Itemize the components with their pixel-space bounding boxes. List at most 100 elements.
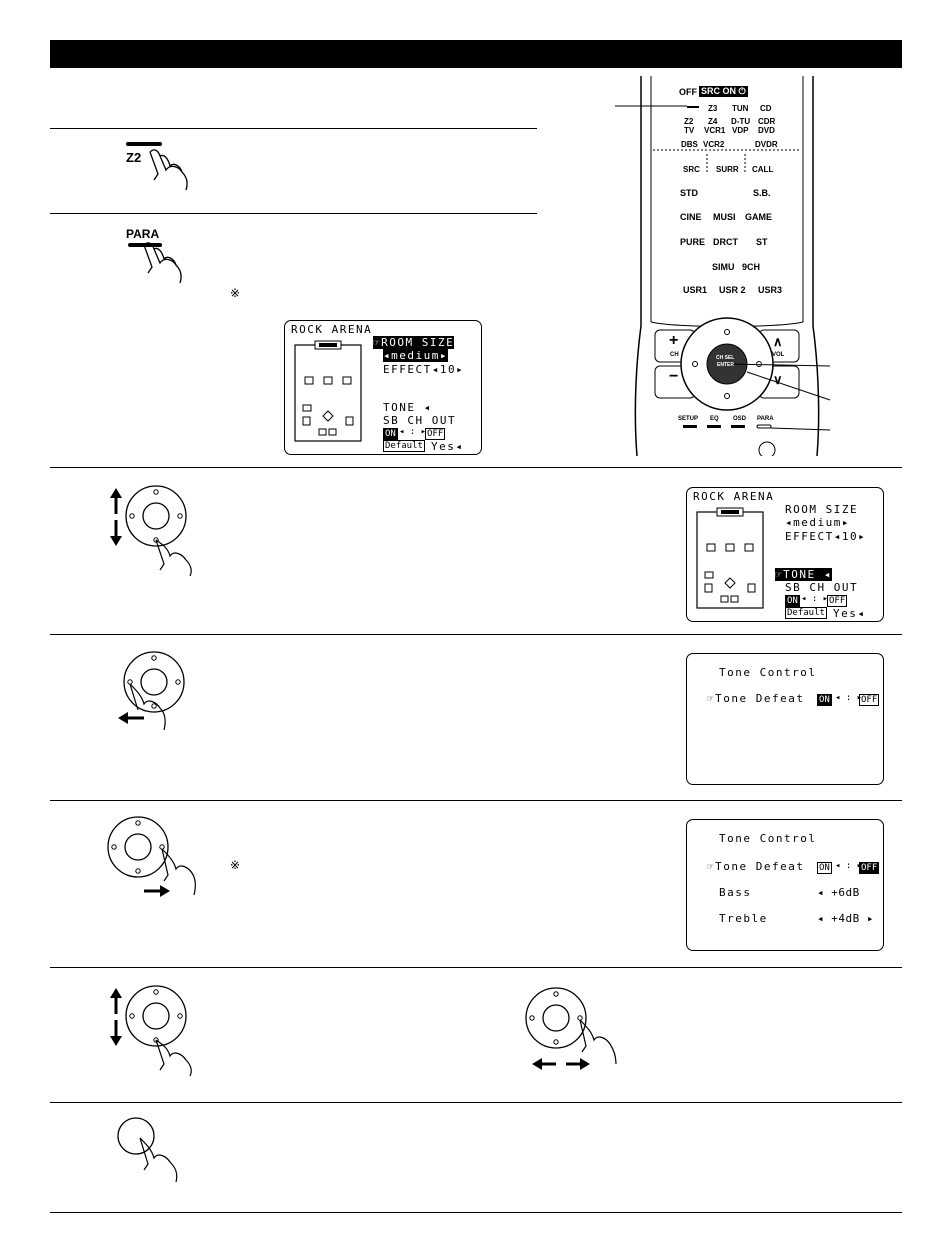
key-bar (128, 243, 162, 247)
remote-vol-label: VOL (772, 352, 785, 358)
remote-key-cdr: CDR (758, 117, 776, 126)
remote-key-game: GAME (745, 212, 772, 222)
cursor-left-illustration (118, 651, 185, 731)
remote-control-illustration: OFF SRC ON ⏻ Z3 TUN CD Z2 Z4 D-TU CDR TV… (615, 76, 835, 456)
hand-press-icon (149, 149, 188, 190)
divider (50, 634, 902, 635)
note-mark: ※ (230, 858, 241, 872)
remote-key-vcr1: VCR1 (704, 126, 726, 135)
remote-src-on-label: SRC ON ⏻ (699, 86, 748, 97)
para-key-label: PARA (126, 227, 160, 241)
divider (50, 800, 902, 801)
osd-treble-label: Treble (719, 912, 768, 925)
osd-room-size-value: ◂medium▸ (383, 349, 448, 362)
zone-key-illustration: Z2 (108, 138, 198, 190)
header-bar (50, 40, 902, 68)
remote-key-usr1: USR1 (683, 285, 708, 295)
osd-default-box: Default (383, 440, 425, 452)
remote-key-vdp: VDP (732, 126, 749, 135)
osd-tone: TONE ◂ (383, 401, 432, 414)
remote-key-src: SRC (683, 165, 700, 174)
cursor-up-down-illustration (110, 985, 192, 1076)
osd-title: Tone Control (719, 832, 817, 845)
remote-chsel-label: CH SEL (716, 355, 735, 361)
remote-key-simu: SIMU (712, 262, 735, 272)
remote-key-up: ∧ (773, 334, 783, 349)
remote-key-pure: PURE (680, 237, 706, 247)
divider (50, 1212, 902, 1213)
remote-key-plus: + (669, 332, 679, 349)
remote-key-surr: SURR (716, 165, 739, 174)
remote-key-z2: Z2 (684, 117, 694, 126)
remote-key-osd: OSD (733, 416, 747, 422)
divider (50, 213, 537, 214)
speaker-layout-icon (294, 340, 362, 442)
remote-key-drct: DRCT (713, 237, 738, 247)
divider (50, 1102, 902, 1103)
osd-tone-defeat: ☞Tone Defeat (707, 860, 805, 873)
cursor-left-right-illustration (525, 987, 617, 1070)
remote-key-minus: − (669, 368, 679, 385)
osd-off-box: OFF (827, 595, 848, 607)
osd-title: Tone Control (719, 666, 817, 679)
osd-room-size: ☞ROOM SIZE (373, 336, 455, 349)
remote-key-setup: SETUP (678, 416, 699, 422)
remote-key-z4: Z4 (708, 117, 718, 126)
remote-key-dbs: DBS (681, 140, 698, 149)
remote-key-dtu: D-TU (731, 117, 751, 126)
remote-key-musi: MUSI (713, 212, 736, 222)
remote-key-para: PARA (757, 416, 774, 422)
osd-off-box: OFF (859, 862, 880, 874)
osd-default-box: Default (785, 607, 827, 619)
divider (50, 467, 902, 468)
remote-key-cd: CD (760, 104, 772, 113)
osd-room-size: ROOM SIZE (785, 503, 859, 516)
osd-bass-label: Bass (719, 886, 752, 899)
remote-key-st: ST (756, 237, 768, 247)
osd-tone-defeat: ☞Tone Defeat (707, 692, 805, 705)
remote-key-dvd: DVD (758, 126, 775, 135)
remote-key-down: ∨ (773, 372, 783, 387)
divider (50, 128, 537, 129)
osd-yes: Yes◂ (833, 607, 866, 620)
osd-title: ROCK ARENA (693, 490, 775, 503)
osd-separator: ◂ : ▸ (399, 427, 427, 437)
remote-ch-label: CH (670, 352, 679, 358)
remote-key-vcr2: VCR2 (703, 140, 725, 149)
remote-key-tun: TUN (732, 104, 749, 113)
osd-off-box: OFF (859, 694, 880, 706)
zone-key-label: Z2 (126, 150, 142, 165)
osd-effect: EFFECT◂10▸ (785, 530, 867, 543)
remote-key-sb: S.B. (753, 188, 771, 198)
osd-effect: EFFECT◂10▸ (383, 363, 465, 376)
osd-room-size-value: ◂medium▸ (785, 516, 850, 529)
osd-sb-ch-out: SB CH OUT (383, 414, 457, 427)
osd-screen-surround-params: ROCK ARENA ☞ROOM SIZE ◂medium▸ EFFECT◂10… (284, 320, 482, 455)
cursor-up-down-illustration (110, 485, 192, 576)
osd-on-box: ON (817, 694, 832, 706)
divider (50, 967, 902, 968)
remote-outline (615, 76, 831, 456)
osd-separator: ◂ : ▸ (801, 594, 829, 604)
remote-off-label: OFF (679, 87, 697, 97)
key-bar (126, 142, 162, 146)
osd-yes: Yes◂ (431, 440, 464, 453)
remote-key-eq: EQ (710, 416, 719, 422)
remote-key-call: CALL (752, 165, 774, 174)
osd-screen-tone-selected: ROCK ARENA ROOM SIZE ◂medium▸ EFFECT◂10▸… (686, 487, 884, 622)
note-mark: ※ (230, 286, 241, 300)
para-key-illustration: PARA (122, 225, 212, 284)
osd-treble-value: ◂ +4dB ▸ (817, 912, 874, 925)
osd-title: ROCK ARENA (291, 323, 373, 336)
osd-separator: ◂ : ▸ (835, 861, 863, 871)
osd-separator: ◂ : ▸ (835, 693, 863, 703)
osd-on-box: ON (785, 595, 800, 607)
remote-key-tv: TV (684, 126, 695, 135)
remote-key-usr2: USR 2 (719, 285, 746, 295)
hand-press-icon (143, 242, 182, 284)
osd-on-box: ON (383, 428, 398, 440)
remote-key-usr3: USR3 (758, 285, 783, 295)
remote-key-cine: CINE (680, 212, 702, 222)
osd-tone: ☞TONE ◂ (775, 568, 832, 581)
remote-key-std: STD (680, 188, 698, 198)
